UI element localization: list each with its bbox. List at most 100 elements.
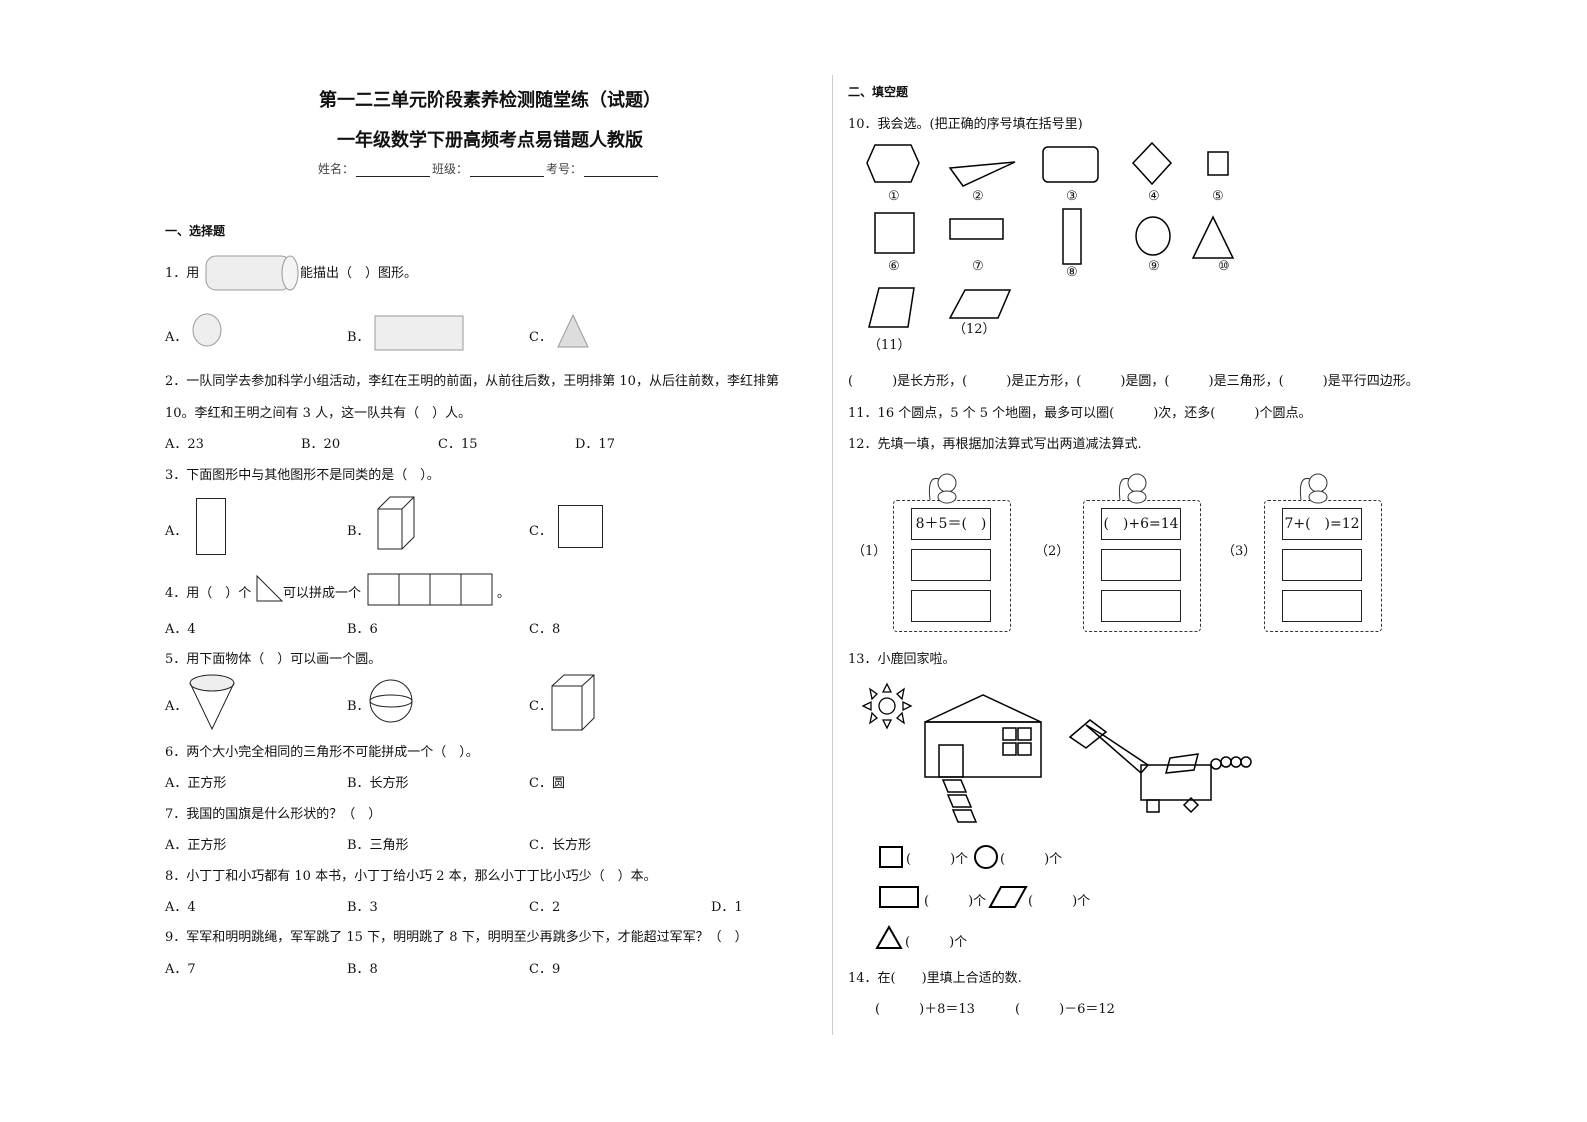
q8-option-a[interactable]: A．4 [165,900,196,915]
shape-label: ② [972,189,984,204]
cuboid-image [377,496,415,550]
circle-shape [1135,216,1171,256]
deer-house-picture [861,682,1252,823]
circle-image [192,313,222,347]
q8-option-b[interactable]: B．3 [347,900,378,915]
q6-option-a[interactable]: A．正方形 [165,776,227,791]
name-field[interactable] [356,164,431,177]
q11-text[interactable]: 11．16 个圆点，5 个 5 个地圈，最多可以圈( )次，还多( )个圆点。 [848,406,1312,421]
q4-option-c[interactable]: C．8 [529,622,561,637]
q2-option-b[interactable]: B．20 [301,437,341,452]
q5-option-c[interactable]: C． [529,699,552,714]
q1-option-b[interactable]: B． [347,330,370,345]
shape-label: ⑨ [1148,259,1160,274]
small-square-shape [1207,151,1229,176]
shape-label: ⑥ [888,259,900,274]
q12-answer-box[interactable] [1282,590,1362,622]
q10-text: 10．我会选。(把正确的序号填在括号里) [848,117,1083,132]
rectangle-count-field[interactable]: ( )个 [924,894,987,909]
q6-option-b[interactable]: B．长方形 [347,776,409,791]
class-label: 班级： [432,162,469,176]
page-subtitle: 一年级数学下册高频考点易错题人教版 [337,130,643,151]
q12-label-1: （1） [852,544,887,559]
deer-icon [1068,719,1252,814]
diamond-shape [1131,141,1173,186]
number-label: 考号： [546,162,583,176]
q9-option-b[interactable]: B．8 [347,962,378,977]
student-info: 姓名：班级：考号： [318,160,660,177]
q3-option-c[interactable]: C． [529,524,552,539]
number-field[interactable] [584,164,659,177]
q2-option-d[interactable]: D．17 [575,437,615,452]
triangle-image [557,313,589,348]
q2-option-a[interactable]: A．23 [165,437,204,452]
q1-option-c[interactable]: C． [529,330,552,345]
four-squares-image [367,573,493,606]
right-triangle-image [256,574,284,602]
squirrel-icon [928,473,957,504]
q3-option-b[interactable]: B． [347,524,370,539]
q7-text: 7．我国的国旗是什么形状的？（ ） [165,807,382,822]
square-count-field[interactable]: ( )个 [906,852,969,867]
q14-text: 14．在( )里填上合适的数. [848,971,1022,986]
q7-option-c[interactable]: C．长方形 [529,838,591,853]
q9-text: 9．军军和明明跳绳，军军跳了 15 下，明明跳了 8 下，明明至少再跳多少下，才… [165,930,748,945]
squirrel-icon [1118,473,1147,504]
parallelogram-count-field[interactable]: ( )个 [1028,894,1091,909]
triangle-count-field[interactable]: ( )个 [905,935,968,950]
circle-count-field[interactable]: ( )个 [1000,852,1063,867]
q2-option-c[interactable]: C．15 [438,437,478,452]
q3-text: 3．下面图形中与其他图形不是同类的是（ ）。 [165,468,440,483]
q4-middle: 可以拼成一个 [283,586,362,601]
shape-label: （12） [953,322,996,337]
q12-equation-3[interactable]: 7+( )=12 [1282,508,1362,540]
triangle-icon [875,924,903,949]
square-icon [879,846,903,868]
q5-option-a[interactable]: A． [165,699,188,714]
q12-equation-1[interactable]: 8＋5＝( ) [911,508,991,540]
q6-text: 6．两个大小完全相同的三角形不可能拼成一个（ ）。 [165,745,479,760]
q12-answer-box[interactable] [1101,590,1181,622]
shape-label: ⑤ [1212,189,1224,204]
sun-icon [861,682,913,730]
q6-option-c[interactable]: C．圆 [529,776,565,791]
class-field[interactable] [470,164,545,177]
q7-option-b[interactable]: B．三角形 [347,838,409,853]
shape-label: （11） [868,338,911,353]
parallelogram-shape [948,289,1012,319]
shape-label: ⑧ [1066,265,1078,280]
q12-answer-box[interactable] [911,590,991,622]
q9-option-a[interactable]: A．7 [165,962,196,977]
q8-text: 8．小丁丁和小巧都有 10 本书，小丁丁给小巧 2 本，那么小丁丁比小巧少（ ）… [165,869,657,884]
q12-answer-box[interactable] [911,549,991,581]
q1-text: 能描出（ ）图形。 [300,266,418,281]
q8-option-c[interactable]: C．2 [529,900,561,915]
q12-equation-2[interactable]: ( )+6=14 [1101,508,1181,540]
q5-option-b[interactable]: B． [347,699,370,714]
q10-shapes [866,141,1235,328]
q4-option-a[interactable]: A．4 [165,622,196,637]
q14-equation-1[interactable]: ( )＋8＝13 [875,1002,975,1017]
squirrel-icon [1299,473,1328,504]
rounded-rectangle-shape [1042,146,1099,183]
obtuse-triangle-shape [948,161,1016,187]
q10-answer-line[interactable]: ( )是长方形，( )是正方形，( )是圆，( )是三角形，( )是平行四边形。 [848,374,1419,389]
q4-option-b[interactable]: B．6 [347,622,378,637]
q12-answer-box[interactable] [1282,549,1362,581]
q12-label-3: （3） [1222,544,1257,559]
q4-end: 。 [497,586,511,601]
q7-option-a[interactable]: A．正方形 [165,838,227,853]
column-divider [832,75,833,1035]
q9-option-c[interactable]: C．9 [529,962,561,977]
house-icon [924,694,1042,823]
q12-label-2: （2） [1035,544,1070,559]
q8-option-d[interactable]: D．1 [711,900,743,915]
q3-option-a[interactable]: A． [165,524,188,539]
q14-equation-2[interactable]: ( )－6＝12 [1015,1002,1115,1017]
q1-option-a[interactable]: A． [165,330,188,345]
q2-text-line1: 2．一队同学去参加科学小组活动，李红在王明的前面，从前往后数，王明排第 10，从… [165,374,779,389]
sphere-image [369,679,413,723]
q12-answer-box[interactable] [1101,549,1181,581]
tall-parallelogram-shape [868,287,915,328]
